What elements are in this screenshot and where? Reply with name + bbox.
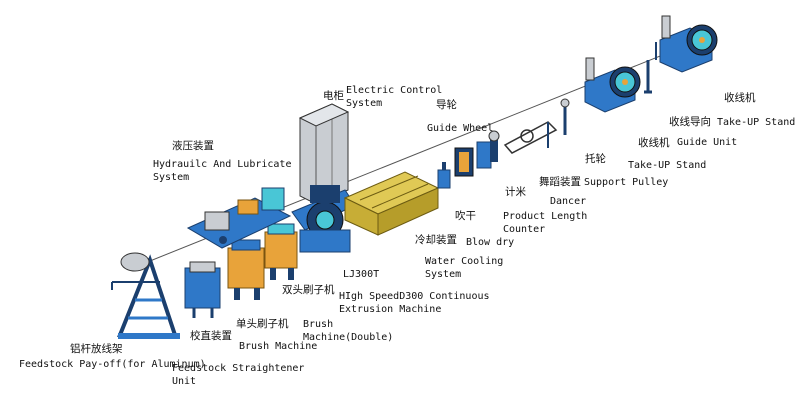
cooling-cn-label: 冷却装置: [415, 234, 457, 246]
cooling-en-label: Water Cooling System: [425, 255, 503, 281]
hydraulic-en-label: Hydrauilc And Lubricate System: [153, 158, 291, 184]
dancer-machine: [503, 121, 558, 154]
cooling-trough-machine: [343, 171, 440, 236]
brush-double-en-label: Brush Machine(Double): [303, 318, 393, 344]
brush-machine-single: [227, 239, 265, 300]
straightener-en-line-2: Unit: [172, 376, 197, 387]
takeup-stand-2-cn-label: 收线机: [724, 92, 756, 104]
control-en-line-2: System: [346, 98, 383, 109]
blow-dry-cn-label: 吹干: [455, 210, 476, 222]
dancer-cn-label: 舞蹈装置: [539, 176, 581, 188]
counter-en-label: Product Length Counter: [503, 210, 587, 236]
extrusion-en-label: HIgh SpeedD300 Continuous Extrusion Mach…: [339, 290, 490, 316]
straightener-en-label: Feedstock Straightener Unit: [172, 362, 304, 388]
extrusion-model-label: LJ300T: [343, 269, 380, 280]
hydraulic-en-line-2: System: [153, 172, 190, 183]
control-cn-label: 电柜: [323, 90, 344, 102]
counter-en-line-1: Product Length: [503, 211, 588, 222]
extrusion-machine: [291, 185, 356, 253]
guide-wheel-cn-label: 导轮: [436, 99, 457, 111]
takeup-stand-cn-label: 收线机: [638, 137, 670, 149]
support-pulley-cn-label: 托轮: [585, 153, 606, 165]
brush-double-en-line-2: Machine(Double): [303, 332, 394, 343]
hydraulic-cn-label: 液压装置: [172, 140, 214, 152]
straightener-en-line-1: Feedstock Straightener: [172, 363, 305, 374]
feedstock-payoff-en-label: Feedstock Pay-off(for Aluminum): [19, 359, 206, 370]
control-en-line-1: Electric Control: [346, 85, 443, 96]
counter-cn-label: 计米: [505, 186, 526, 198]
cooling-en-line-1: Water Cooling: [425, 256, 504, 267]
guide-unit-cn-label: 收线导向: [669, 116, 711, 128]
extrusion-en-line-2: Extrusion Machine: [339, 304, 442, 315]
cooling-en-line-2: System: [425, 269, 462, 280]
straightener-machine: [184, 261, 221, 318]
support-pulley-en-label: Support Pulley: [584, 177, 669, 188]
dancer-en-label: Dancer: [550, 196, 587, 207]
brush-single-cn-label: 单头刷子机: [236, 318, 289, 330]
guide-unit-machine: [644, 42, 657, 94]
straightener-cn-label: 校直装置: [190, 330, 232, 342]
takeup-stand-2-machine: [659, 15, 718, 73]
guide-wheel-en-label: Guide Wheel: [427, 123, 494, 134]
takeup-stand-2-en-label: Take-UP Stand: [717, 117, 796, 128]
blow-dry-machine: [437, 162, 451, 189]
feedstock-payoff-cn-label: 铝杆放线架: [70, 343, 123, 355]
hydraulic-system-machine: [186, 187, 292, 249]
brush-double-en-line-1: Brush: [303, 319, 334, 330]
counter-en-line-2: Counter: [503, 224, 546, 235]
payoff-frame-machine: [111, 252, 180, 339]
support-pulley-machine: [560, 98, 570, 135]
brush-single-en-label: Brush Machine: [239, 341, 318, 352]
control-en-label: Electric Control System: [346, 84, 442, 110]
blow-dry-en-label: Blow dry: [466, 237, 515, 248]
length-counter-machine: [488, 130, 500, 162]
brush-machine-double: [264, 223, 298, 280]
brush-double-cn-label: 双头刷子机: [282, 284, 335, 296]
guide-wheel-machine: [454, 141, 492, 177]
takeup-stand-1-machine: [584, 57, 641, 113]
extrusion-en-line-1: HIgh SpeedD300 Continuous: [339, 291, 490, 302]
hydraulic-en-line-1: Hydrauilc And Lubricate: [153, 159, 292, 170]
takeup-stand-en-label: Take-UP Stand: [628, 160, 707, 171]
guide-unit-en-label: Guide Unit: [677, 137, 738, 148]
